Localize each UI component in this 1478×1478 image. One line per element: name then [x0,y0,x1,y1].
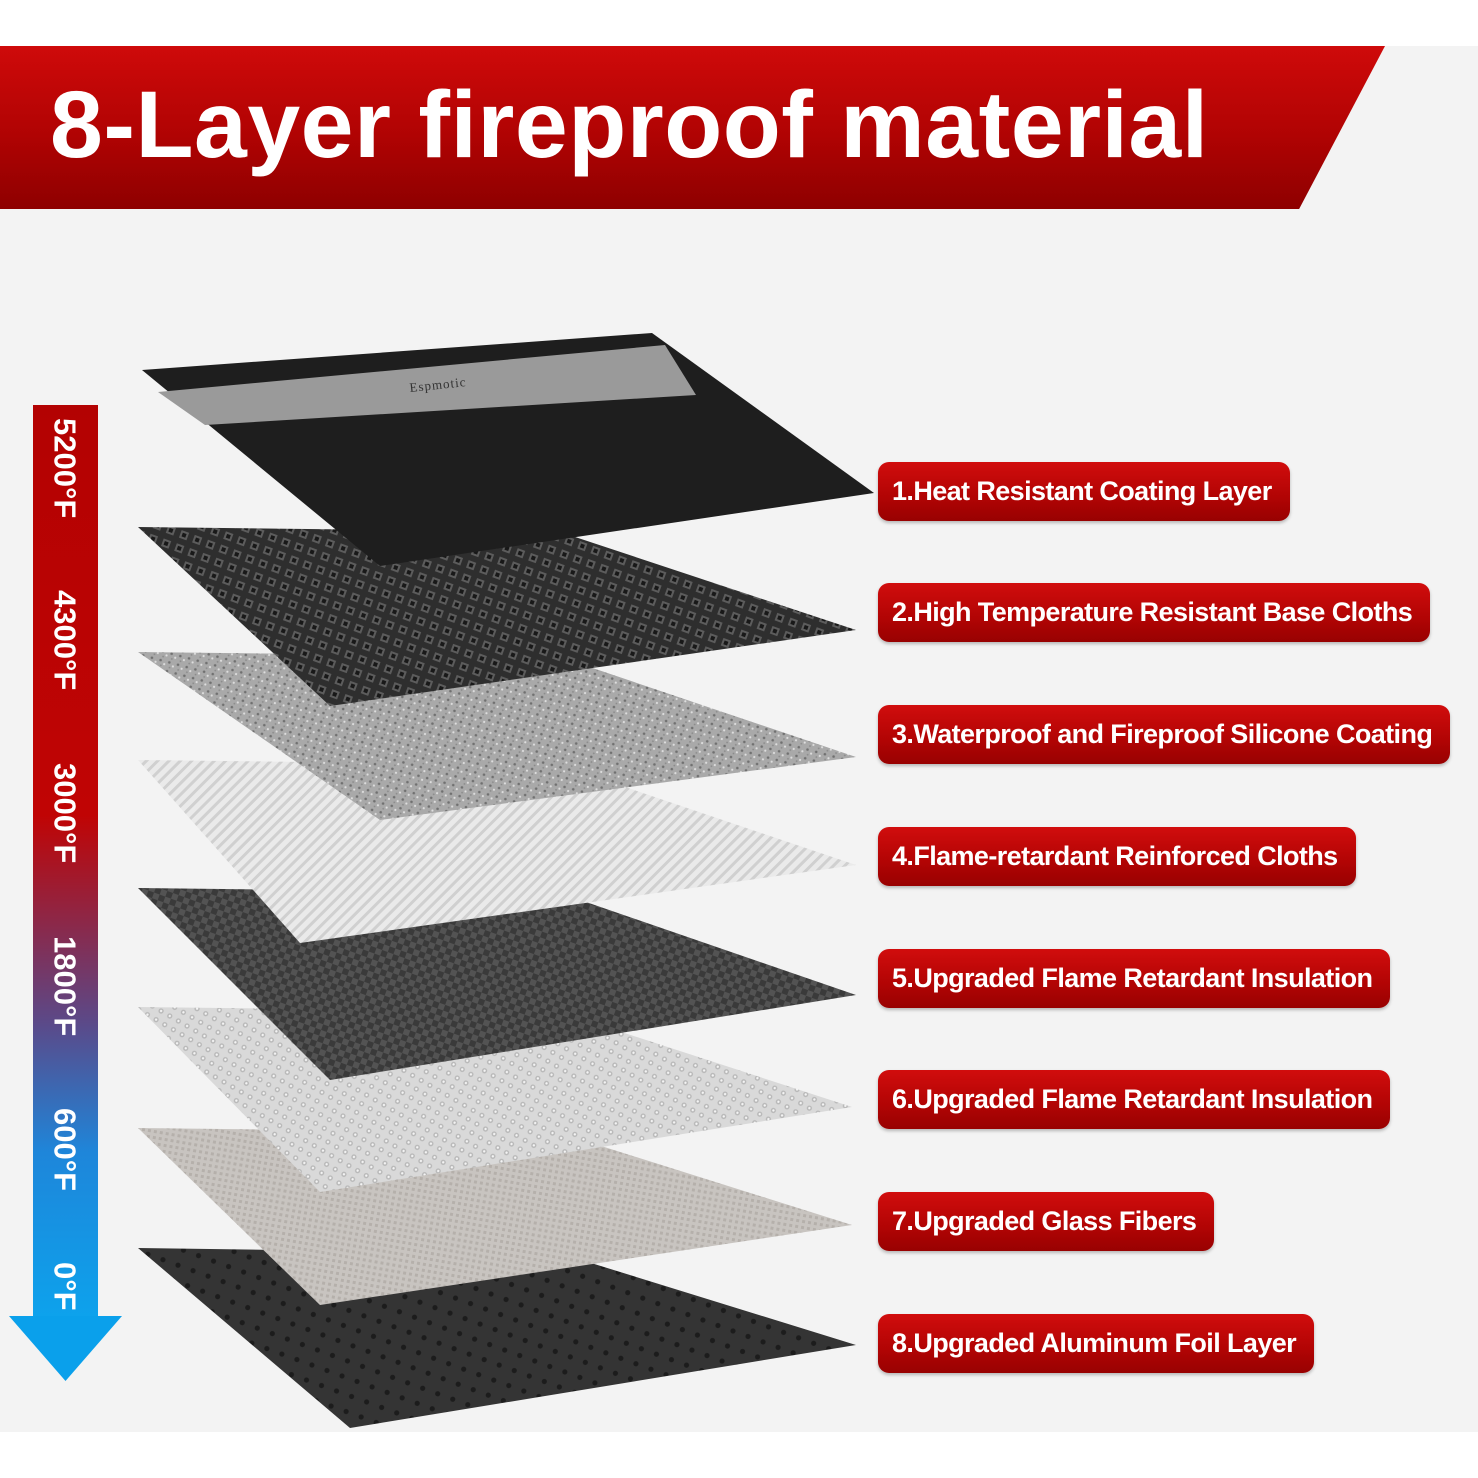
layer-label-1: 1.Heat Resistant Coating Layer [878,462,1290,521]
layer-label-7: 7.Upgraded Glass Fibers [878,1192,1215,1251]
title-banner [0,46,1385,209]
layer-label-5: 5.Upgraded Flame Retardant Insulation [878,949,1391,1008]
layer-1-stripe [158,345,696,425]
page-title: 8-Layer fireproof material [50,72,1209,178]
layer-label-8: 8.Upgraded Aluminum Foil Layer [878,1314,1315,1373]
brand-mark: Espmotic [409,374,467,395]
layer-2-sheet [138,527,856,706]
layer-label-2: 2.High Temperature Resistant Base Cloths [878,583,1431,642]
temperature-scale-bar [33,405,98,1317]
layer-label-6: 6.Upgraded Flame Retardant Insulation [878,1070,1391,1129]
layer-label-4: 4.Flame-retardant Reinforced Cloths [878,827,1356,886]
layer-label-3: 3.Waterproof and Fireproof Silicone Coat… [878,705,1451,764]
layer-4-sheet [138,760,856,943]
